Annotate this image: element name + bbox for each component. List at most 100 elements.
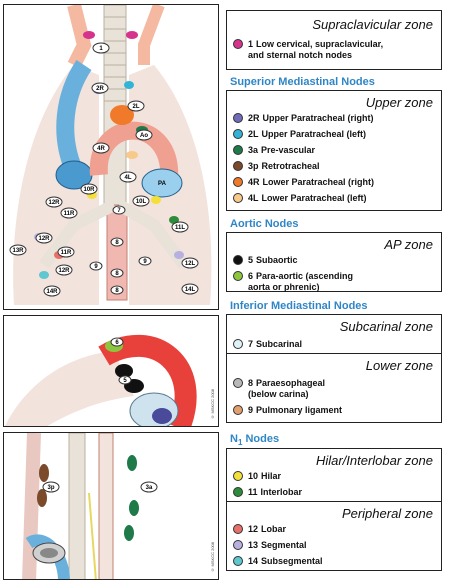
right-carotid-shape — [67, 5, 92, 69]
pa-cross-section — [129, 392, 179, 426]
label-6: 6 — [115, 340, 119, 346]
svc-shape — [56, 60, 92, 174]
zone-title-supraclavicular: Supraclavicular zone — [312, 17, 433, 32]
copyright-2: © MSKCC 2008 — [210, 389, 215, 420]
label-10l: 10L — [136, 199, 147, 205]
node-1-icon — [233, 39, 243, 49]
label-1: 1 — [99, 46, 103, 52]
label-14r: 14R — [46, 289, 58, 295]
node-2r-icon — [233, 113, 243, 123]
pulmonary-artery-shape — [141, 168, 183, 198]
label-3p: 3p — [47, 485, 54, 491]
node-2l-icon — [233, 129, 243, 139]
pa-lumen — [152, 408, 172, 424]
node-3a-shape-b — [129, 500, 139, 516]
mediastinum-diagram-panel: 1 2R 2L 4R Ao 4L PA 10R 10L 7 12R 11R 12… — [3, 4, 219, 310]
lung-shape — [5, 351, 134, 426]
label-12r-c: 12R — [58, 268, 70, 274]
node-4r-icon — [233, 177, 243, 187]
node-4l-icon — [233, 193, 243, 203]
label-3a: 3a — [146, 485, 153, 491]
esophagus-shape — [106, 204, 128, 301]
label-9b: 9 — [143, 259, 147, 265]
node-5-shape-a — [115, 364, 133, 378]
label-14l: 14L — [185, 287, 196, 293]
nerve-shape — [88, 492, 97, 579]
label-4l: 4L — [124, 175, 131, 181]
copyright-3: © MSKCC 2008 — [210, 542, 215, 573]
node-7-icon — [233, 339, 243, 349]
label-9a: 9 — [94, 264, 98, 270]
label-12r-a: 12R — [48, 200, 60, 206]
label-11l: 11L — [175, 225, 185, 231]
lateral-diagram: 3p 3a — [22, 433, 158, 579]
node-8-icon — [233, 378, 243, 388]
zone-title-ap: AP zone — [384, 237, 433, 252]
aortic-arch-shape — [89, 121, 179, 181]
node-3a-shape-a — [127, 455, 137, 471]
zone-title-peripheral: Peripheral zone — [341, 506, 433, 521]
node-12-icon — [233, 524, 243, 534]
label-ao: Ao — [140, 133, 148, 139]
trachea-lateral-shape — [68, 433, 86, 579]
zone-title-lower: Lower zone — [365, 358, 433, 373]
node-6-icon — [233, 271, 243, 281]
label-11r-b: 11R — [61, 250, 72, 256]
label-7: 7 — [117, 208, 121, 214]
label-11r-a: 11R — [64, 211, 75, 217]
label-8c: 8 — [115, 288, 119, 294]
node-9-icon — [233, 405, 243, 415]
node-3a-icon — [233, 145, 243, 155]
section-inferior: Inferior Mediastinal Nodes — [230, 300, 368, 312]
label-8a: 8 — [115, 240, 119, 246]
label-12l: 12L — [185, 261, 196, 267]
node-3p-icon — [233, 161, 243, 171]
right-bronchus-shape — [39, 199, 117, 269]
label-2r: 2R — [96, 86, 104, 92]
section-n1: N1 Nodes — [230, 433, 280, 448]
label-13r: 13R — [12, 248, 24, 254]
label-pa: PA — [158, 181, 167, 187]
aortic-arch-diagram: 6 5 — [5, 334, 197, 426]
left-bronchus-shape — [116, 199, 189, 269]
label-12r-b: 12R — [38, 236, 50, 242]
left-carotid-shape — [138, 5, 165, 65]
aortic-arch-diagram-panel: 6 5 © MSKCC 2008 — [3, 315, 219, 427]
zone-title-hilar: Hilar/Interlobar zone — [315, 453, 433, 468]
node-11-icon — [233, 487, 243, 497]
right-lung-shape — [13, 65, 99, 305]
node-3a-shape-c — [124, 525, 134, 541]
node-3p-shape-b — [37, 489, 47, 507]
node-5-icon — [233, 255, 243, 265]
zone-title-upper: Upper zone — [365, 95, 433, 110]
bronchus-lumen-shape — [40, 548, 58, 558]
node-13-icon — [233, 540, 243, 550]
label-8b: 8 — [115, 271, 119, 277]
label-2l: 2L — [132, 104, 139, 110]
spine-shape — [22, 433, 41, 579]
zone-title-subcarinal: Subcarinal zone — [339, 319, 433, 334]
